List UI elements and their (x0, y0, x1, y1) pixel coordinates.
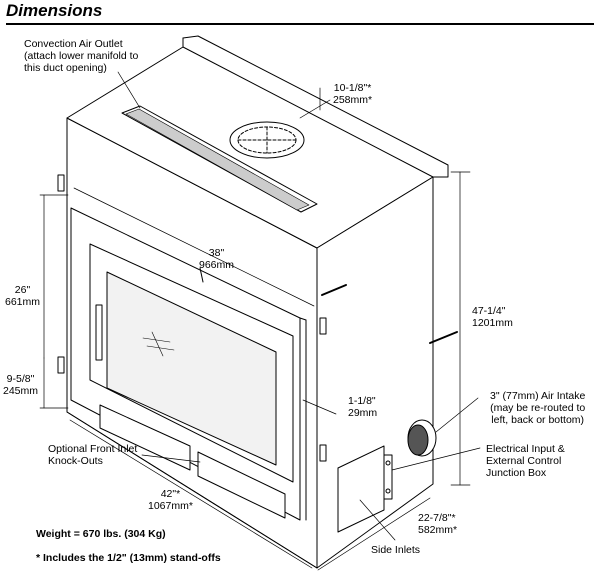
door-handle (95, 304, 103, 361)
label-frame-depth: 1-1/8" 29mm (348, 395, 378, 419)
label-top-vent-dimension: 10-1/8"* 258mm* (333, 82, 373, 106)
page-title: Dimensions (6, 1, 103, 20)
top-flange (182, 35, 449, 178)
knockout-right (197, 451, 286, 519)
title-underline (6, 23, 594, 25)
label-side-inlets: Side Inlets (371, 544, 421, 556)
label-front-height: 26" 661mm (5, 284, 41, 308)
label-total-height: 47-1/4" 1201mm (472, 305, 513, 329)
label-total-depth: 22-7/8"* 582mm* (418, 512, 458, 536)
door-glass (106, 271, 277, 466)
knockout-left (99, 404, 191, 471)
label-total-width: 42"* 1067mm* (148, 488, 193, 512)
label-air-intake: 3" (77mm) Air Intake (may be re-routed t… (490, 390, 586, 426)
label-convection-outlet: Convection Air Outlet (attach lower mani… (24, 38, 139, 74)
weight-note: Weight = 670 lbs. (304 Kg) (36, 528, 166, 540)
label-inner-width: 38" 966mm (199, 247, 235, 271)
label-lower-height: 9-5/8" 245mm (3, 373, 39, 397)
standoff-footnote: * Includes the 1/2" (13mm) stand-offs (36, 552, 221, 564)
label-front-knockouts: Optional Front Inlet Knock-Outs (48, 443, 138, 467)
label-electrical-box: Electrical Input & External Control Junc… (486, 443, 565, 479)
side-inlets (337, 445, 385, 533)
